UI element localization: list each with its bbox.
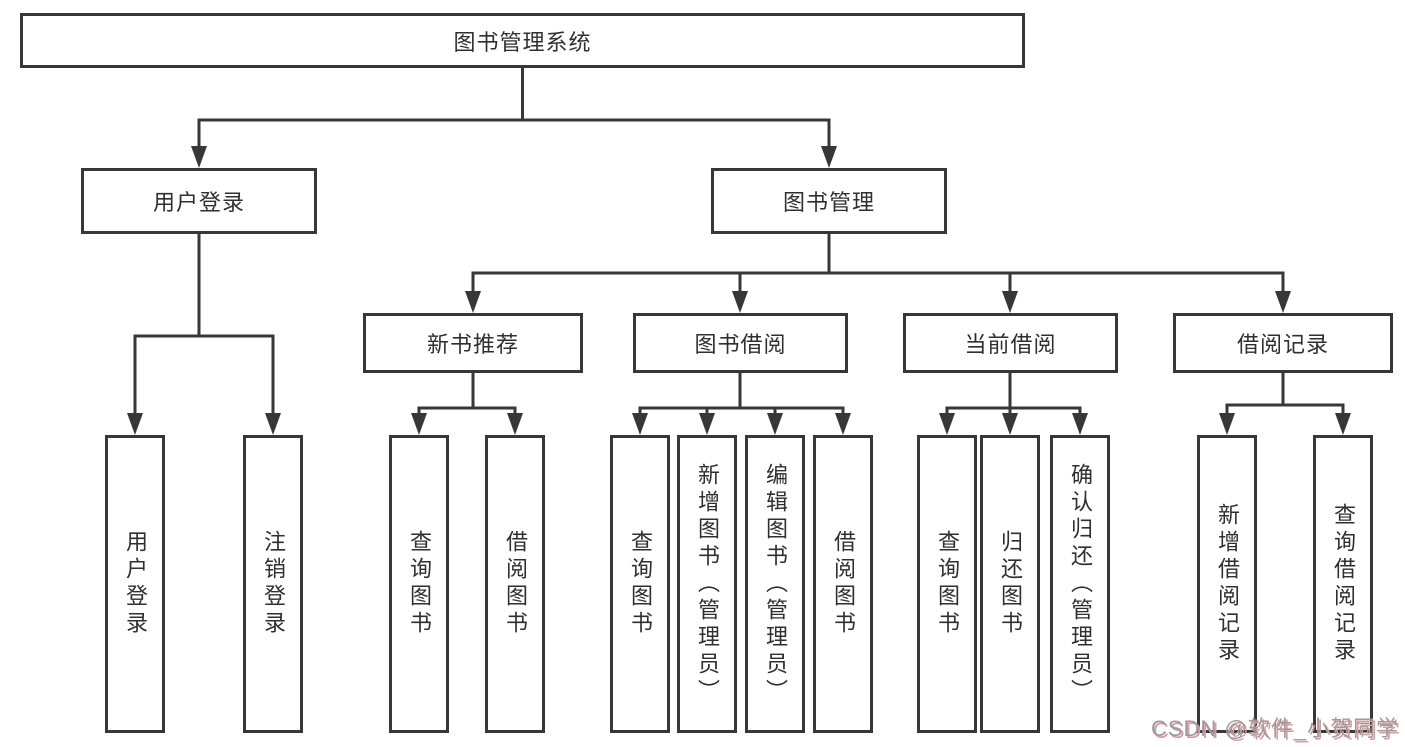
node-label: 新增图书（管理员） — [695, 462, 720, 706]
node-label: 归还图书 — [998, 530, 1023, 638]
node-label: 用户登录 — [123, 530, 148, 638]
node-label: 当前借阅 — [964, 332, 1057, 357]
leaf-borrow-books-recommend: 借阅图书 — [485, 435, 545, 733]
node-label: 图书管理 — [782, 190, 875, 215]
node-current-borrow: 当前借阅 — [903, 313, 1118, 373]
node-system-root: 图书管理系统 — [20, 13, 1025, 68]
leaf-query-books-borrow: 查询图书 — [610, 435, 670, 733]
leaf-edit-books-admin: 编辑图书（管理员） — [745, 435, 805, 733]
leaf-query-books-recommend: 查询图书 — [389, 435, 449, 733]
node-user-login-module: 用户登录 — [81, 168, 317, 234]
leaf-add-books-admin: 新增图书（管理员） — [677, 435, 737, 733]
node-label: 查询借阅记录 — [1331, 503, 1356, 665]
node-label: 图书管理系统 — [453, 29, 592, 55]
leaf-borrow-books: 借阅图书 — [813, 435, 873, 733]
node-label: 图书借阅 — [694, 332, 787, 357]
node-new-book-recommend: 新书推荐 — [363, 313, 583, 373]
node-label: 编辑图书（管理员） — [763, 462, 788, 706]
leaf-logout: 注销登录 — [243, 435, 303, 733]
node-borrow-records: 借阅记录 — [1173, 313, 1393, 373]
leaf-query-borrow-record: 查询借阅记录 — [1313, 435, 1373, 733]
node-book-management-module: 图书管理 — [711, 168, 947, 234]
node-label: 借阅图书 — [503, 530, 528, 638]
leaf-return-books: 归还图书 — [980, 435, 1040, 733]
leaf-add-borrow-record: 新增借阅记录 — [1197, 435, 1257, 733]
node-label: 查询图书 — [935, 530, 960, 638]
node-label: 查询图书 — [407, 530, 432, 638]
node-label: 借阅图书 — [831, 530, 856, 638]
node-label: 用户登录 — [152, 190, 245, 215]
node-book-borrow: 图书借阅 — [633, 313, 848, 373]
leaf-query-books-current: 查询图书 — [917, 435, 977, 733]
leaf-user-login: 用户登录 — [105, 435, 165, 733]
node-label: 新书推荐 — [426, 332, 519, 357]
node-label: 注销登录 — [261, 530, 286, 638]
node-label: 新增借阅记录 — [1215, 503, 1240, 665]
node-label: 查询图书 — [628, 530, 653, 638]
csdn-watermark: CSDN @软件_小贺同学 — [1150, 716, 1399, 741]
leaf-confirm-return-admin: 确认归还（管理员） — [1050, 435, 1110, 733]
node-label: 借阅记录 — [1236, 332, 1329, 357]
node-label: 确认归还（管理员） — [1068, 462, 1093, 706]
arrowheads — [127, 146, 1351, 435]
